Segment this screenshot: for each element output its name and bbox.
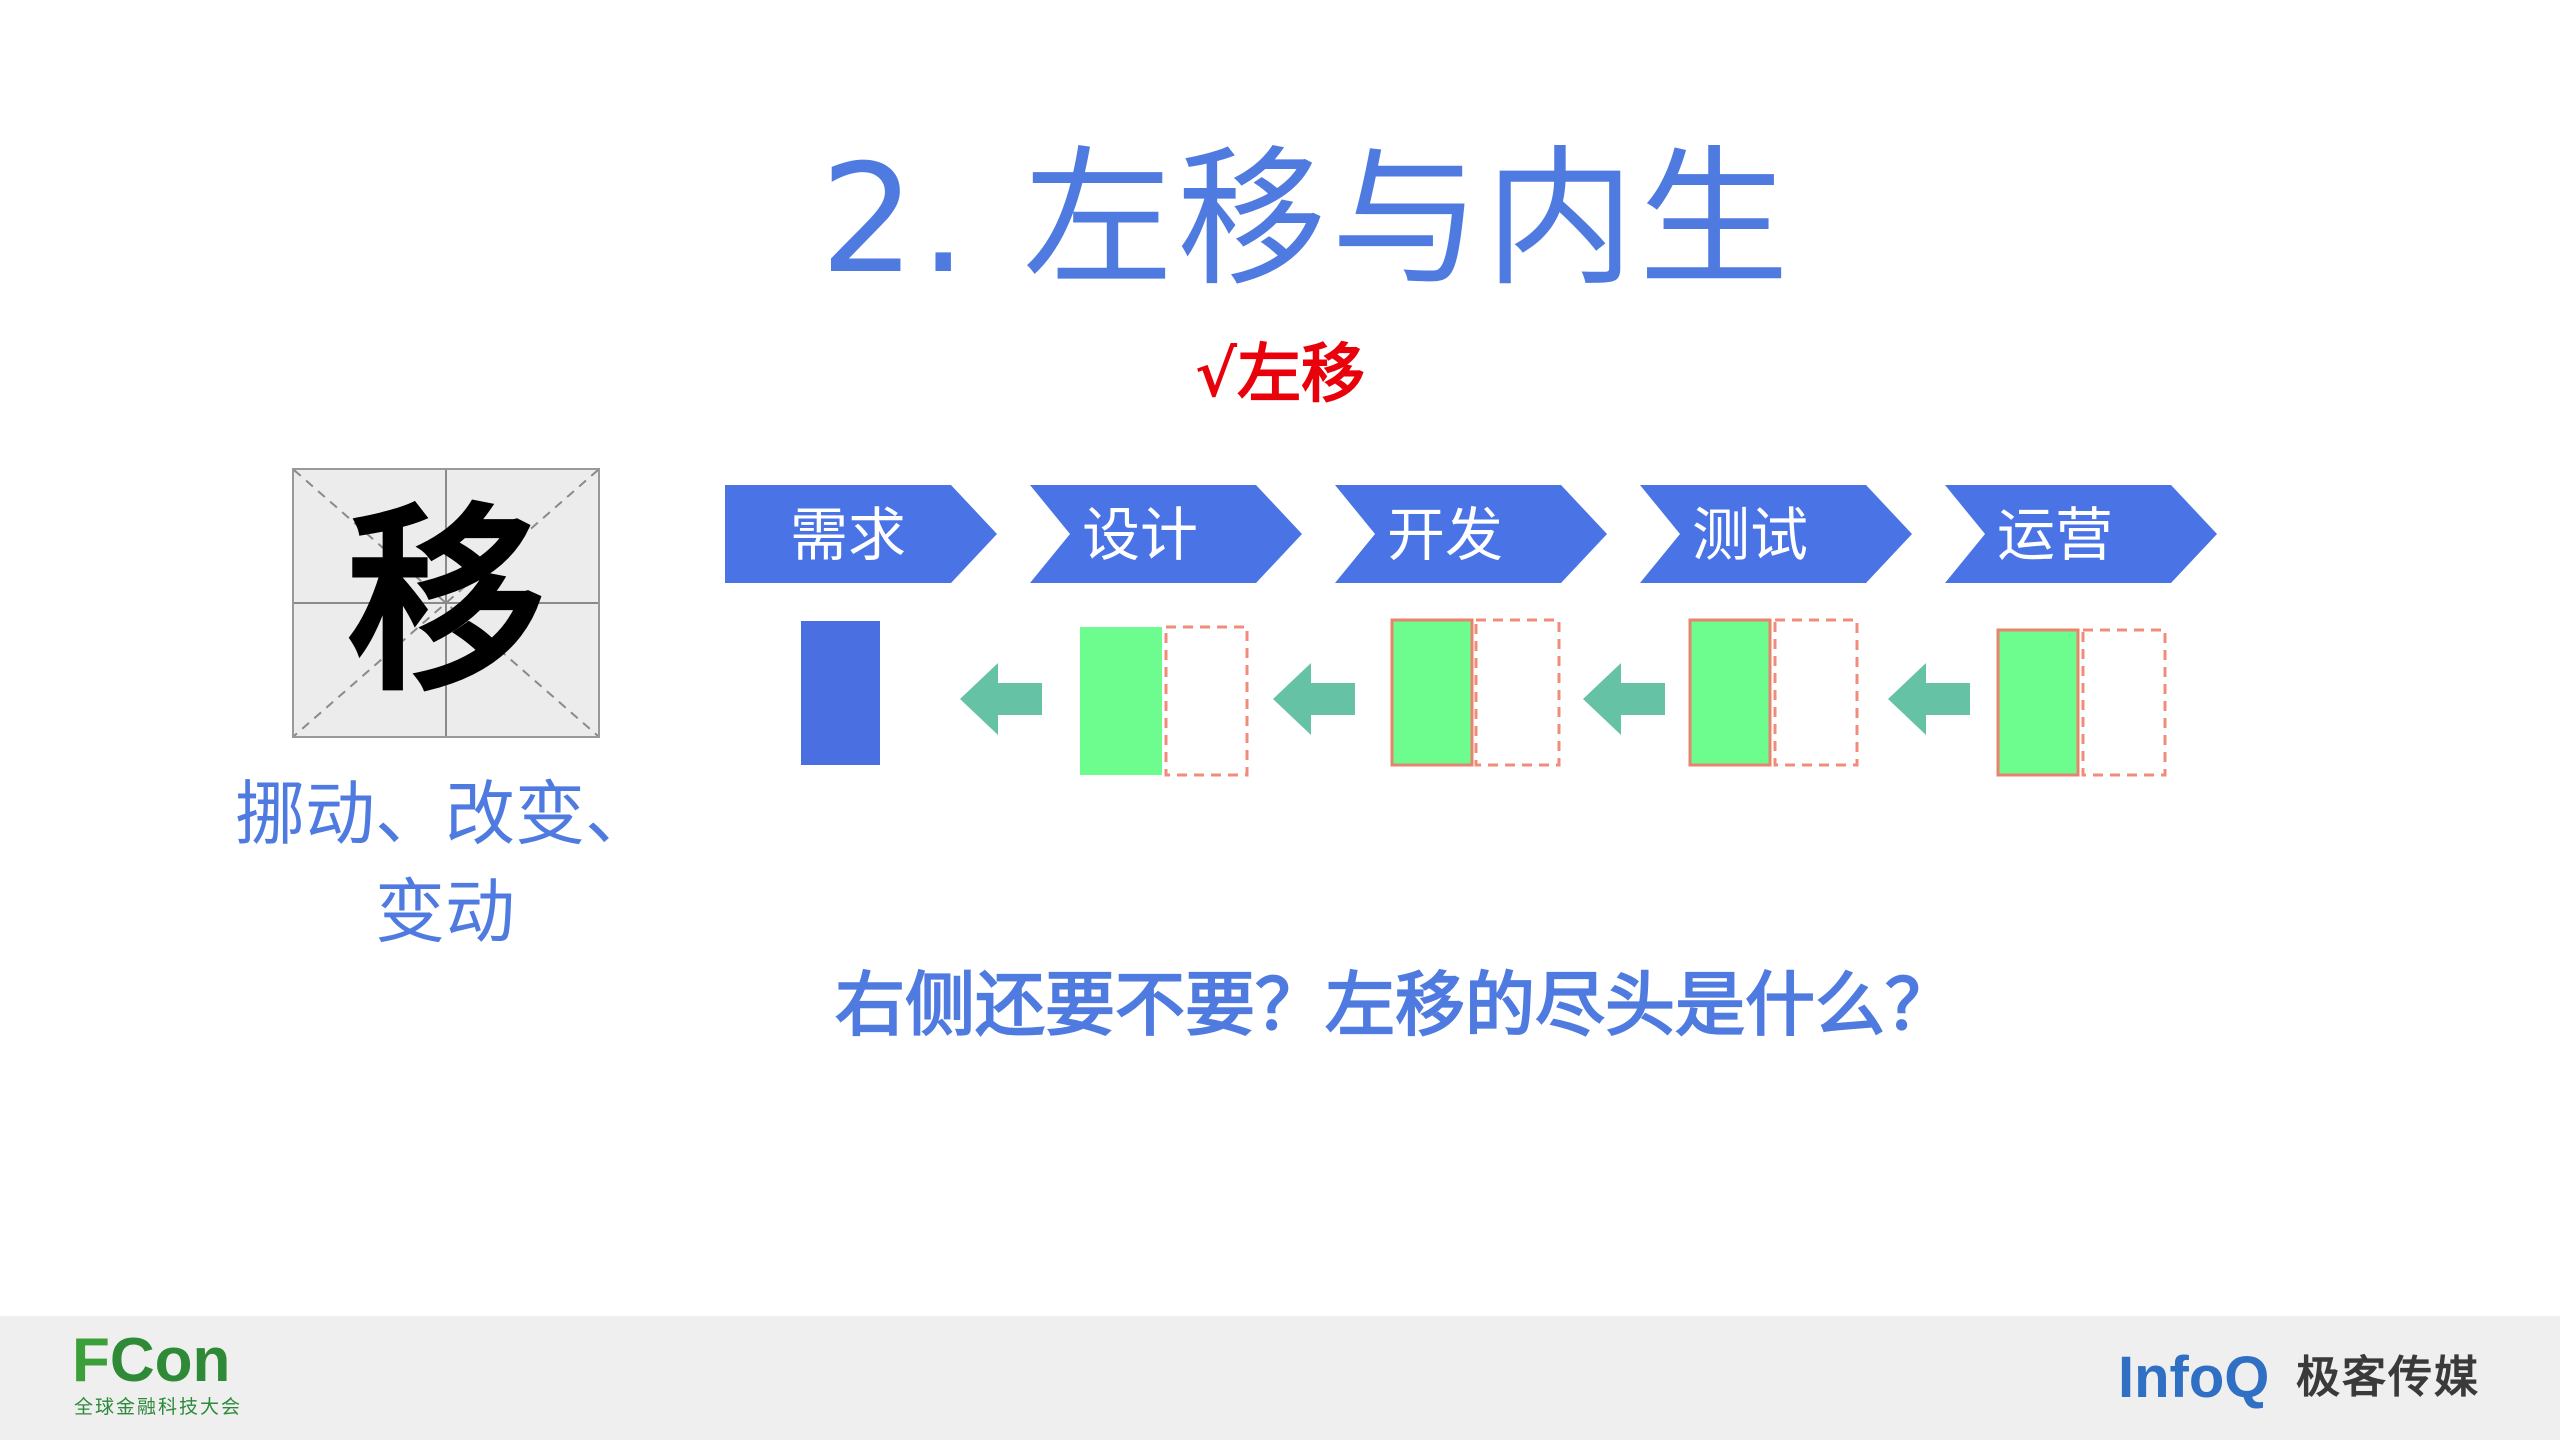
- grid-diagonal-1: [294, 470, 598, 736]
- stage-label-4: 测试: [1692, 501, 1808, 569]
- stage-chevron-4: [1640, 485, 1912, 583]
- infoq-chinese-name: 极客传媒: [2296, 1352, 2480, 1403]
- stage-label-1: 需求: [790, 501, 906, 569]
- shift-left-label: √左移: [1195, 337, 1366, 412]
- dashed-placeholder-block-3: [1773, 618, 1859, 767]
- character-meaning: 挪动、改变、 变动: [210, 765, 680, 961]
- character-grid-lines: [294, 470, 598, 736]
- green-work-block-4: [1996, 628, 2080, 777]
- stage-blocks: [801, 618, 2167, 777]
- character-glyph: 移: [345, 486, 546, 719]
- character-meaning-line-2: 变动: [375, 871, 515, 953]
- stage-chevron-3: [1335, 485, 1607, 583]
- infoq-q: Q: [2224, 1345, 2270, 1410]
- dashed-placeholder-block-4: [2081, 628, 2167, 777]
- grid-diagonal-2: [294, 470, 598, 736]
- infoq-wordmark: InfoQ: [2118, 1338, 2269, 1418]
- fcon-logo: FCon 全球金融科技大会: [72, 1326, 272, 1430]
- shift-left-flow-diagram: 需求 设计 开发 测试 运营: [725, 485, 2217, 777]
- left-arrow-3: [1583, 663, 1665, 735]
- fcon-rest: Con: [109, 1326, 231, 1395]
- stage-label-5: 运营: [1997, 501, 2113, 569]
- slide-title: 2. 左移与内生: [820, 133, 1793, 307]
- stage-chevron-2: [1030, 485, 1302, 583]
- green-work-block-2: [1390, 618, 1474, 767]
- green-work-block-3: [1688, 618, 1772, 767]
- left-arrow-4: [1888, 663, 1970, 735]
- dashed-placeholder-block-1: [1164, 625, 1249, 777]
- stage-chevron-5: [1945, 485, 2217, 583]
- fcon-subtitle: 全球金融科技大会: [74, 1396, 243, 1418]
- fcon-f: F: [72, 1326, 110, 1395]
- green-work-block-1: [1080, 627, 1162, 775]
- closing-question: 右侧还要不要？左移的尽头是什么？: [835, 963, 1955, 1046]
- stage-label-2: 设计: [1082, 501, 1198, 569]
- infoq-info: Info: [2118, 1345, 2225, 1410]
- left-arrow-2: [1273, 663, 1355, 735]
- shift-left-arrows: [960, 663, 1970, 735]
- character-grid-box: 移: [292, 468, 600, 738]
- left-arrow-1: [960, 663, 1042, 735]
- fcon-wordmark: FCon: [72, 1326, 230, 1396]
- stage-chevrons: 需求 设计 开发 测试 运营: [725, 485, 2217, 583]
- footer-bar: FCon 全球金融科技大会 InfoQ 极客传媒: [0, 1316, 2560, 1440]
- infoq-logo: InfoQ 极客传媒: [2118, 1338, 2518, 1418]
- character-meaning-line-1: 挪动、改变、: [235, 773, 655, 855]
- dashed-placeholder-block-2: [1474, 618, 1561, 767]
- requirement-block: [801, 621, 880, 765]
- stage-chevron-1: [725, 485, 997, 583]
- stage-label-3: 开发: [1387, 501, 1503, 569]
